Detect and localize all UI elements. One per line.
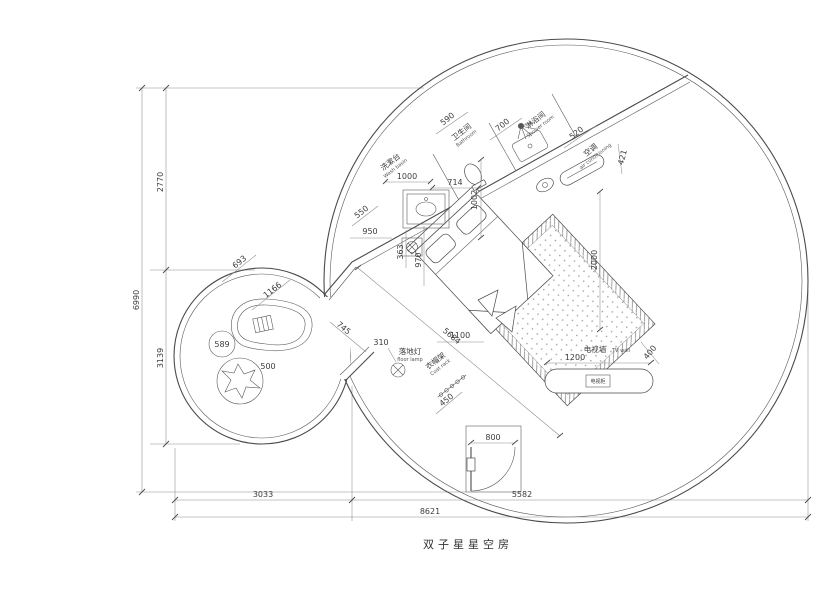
pool-steps	[252, 314, 274, 334]
svg-text:floor lamp: floor lamp	[397, 357, 422, 363]
washbasin-vanity	[402, 189, 450, 229]
bed-cushion	[495, 305, 517, 333]
dim-bottom-right: 5582	[512, 490, 532, 499]
floor-lamp-symbol	[390, 362, 406, 378]
spa-side-table	[208, 330, 236, 358]
interior-dimensions	[221, 111, 660, 446]
svg-text:电视墙: 电视墙	[584, 344, 607, 354]
dim-2000: 2000	[590, 250, 599, 270]
extension-lines	[136, 87, 809, 521]
dim-800: 800	[485, 433, 500, 442]
shower-room-label: 淋浴间 Shower room	[523, 109, 555, 140]
door-frame-detail	[466, 457, 476, 472]
spa-pool	[231, 298, 313, 351]
coat-rack-symbol	[437, 374, 467, 398]
dim-1166: 1166	[262, 280, 284, 300]
dim-421: 421	[616, 149, 629, 166]
sheet-title: 双子星星空房	[423, 537, 513, 551]
nightstand	[401, 237, 423, 257]
dim-310: 310	[373, 338, 388, 347]
dim-5684: 5684	[441, 326, 462, 346]
tv-console: 电视柜	[544, 368, 654, 394]
floor-lamp-label: 落地灯 floor lamp	[397, 346, 422, 363]
dim-950: 950	[362, 227, 377, 236]
dim-700: 700	[494, 117, 512, 134]
svg-text:落地灯: 落地灯	[399, 346, 422, 356]
shower-head-icon	[517, 121, 536, 140]
dim-1002: 1002	[470, 190, 479, 210]
dim-500: 500	[260, 362, 275, 371]
dim-450: 450	[438, 392, 456, 409]
dim-714: 714	[447, 178, 462, 187]
bed-blanket-fold	[521, 241, 554, 300]
passage-opening	[320, 297, 350, 379]
shower-area	[511, 121, 549, 162]
bathroom-label: 卫生间 Bathroom	[449, 121, 478, 149]
dim-1200: 1200	[565, 353, 585, 362]
main-room-wall	[323, 38, 809, 524]
door-swing-arc	[470, 446, 516, 492]
bed-pillow-left	[425, 233, 456, 264]
bathroom-partition-wall	[351, 74, 691, 269]
toilet	[464, 163, 487, 191]
svg-text:TV wall: TV wall	[611, 348, 630, 354]
bath-stool	[536, 177, 554, 193]
left-dimension-lines: 6990 2770 3139	[132, 84, 170, 496]
dim-1000: 1000	[397, 172, 417, 181]
dim-363: 363	[396, 244, 405, 259]
dim-590: 590	[439, 111, 457, 128]
dim-bottom-left: 3033	[253, 490, 273, 499]
dim-1100: 1100	[450, 331, 470, 340]
air-conditioner-unit	[559, 154, 605, 186]
dim-589: 589	[214, 340, 229, 349]
tv-wall-label: 电视墙 TV wall	[584, 344, 630, 354]
bed-cushion	[477, 289, 499, 317]
tv-cabinet-label: 电视柜	[590, 378, 605, 385]
passage-walls	[323, 261, 375, 382]
bed-mattress	[415, 194, 553, 333]
dim-height-bottom: 3139	[156, 348, 165, 368]
dim-550: 550	[353, 204, 371, 221]
bed-pillow-right	[456, 205, 487, 235]
bedside-lamp	[406, 241, 418, 253]
dim-overall-width: 8621	[420, 507, 440, 516]
entry-vestibule	[465, 425, 522, 493]
dim-overall-height: 6990	[132, 290, 141, 310]
coat-rack-label: 衣帽架 Coat rack	[423, 349, 452, 377]
spa-planter	[216, 357, 264, 405]
dim-height-top: 2770	[156, 172, 165, 192]
dim-970: 970	[414, 252, 423, 267]
bottom-dimension-lines: 3033 5582 8621	[171, 490, 812, 521]
bed	[405, 185, 554, 335]
